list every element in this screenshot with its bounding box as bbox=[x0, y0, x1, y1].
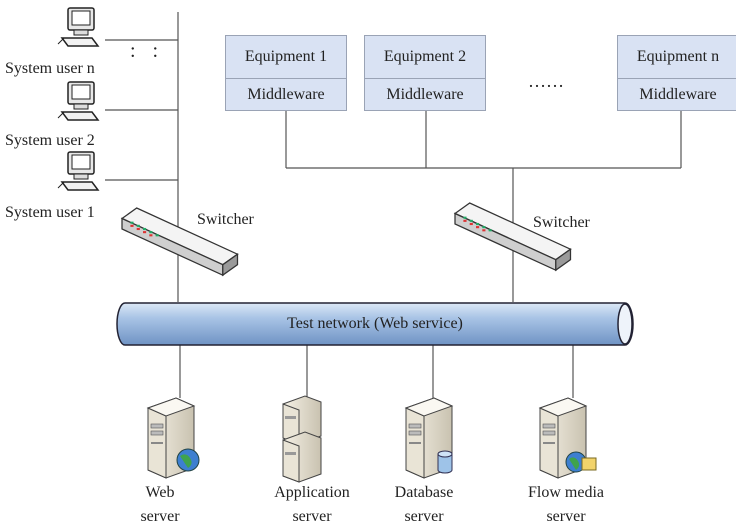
equipment-name: Equipment 2 bbox=[365, 36, 485, 79]
user-label-n: System user n bbox=[5, 60, 95, 77]
flow-media-server-icon bbox=[539, 397, 597, 479]
middleware-label: Middleware bbox=[247, 85, 325, 103]
equipment-box-n: Equipment n Middleware bbox=[617, 35, 736, 111]
equipment-ellipsis: …… bbox=[528, 71, 564, 91]
equipment-box-1: Equipment 1 Middleware bbox=[225, 35, 347, 111]
middleware-label: Middleware bbox=[386, 85, 464, 103]
server-label-line1: Database bbox=[394, 484, 454, 501]
database-server-icon bbox=[405, 397, 453, 479]
server-label-line1: Application bbox=[274, 484, 350, 501]
users-ellipsis: : : bbox=[130, 40, 165, 62]
web-server-icon bbox=[147, 397, 200, 479]
server-label-line1: Flow media bbox=[528, 484, 604, 501]
application-server-icon bbox=[282, 395, 322, 483]
network-label: Test network (Web service) bbox=[287, 315, 463, 332]
middleware-label: Middleware bbox=[639, 85, 717, 103]
server-label-line2: server bbox=[546, 508, 586, 525]
equipment-name: Equipment n bbox=[618, 36, 736, 79]
equipment-name: Equipment 1 bbox=[226, 36, 346, 79]
server-label-line2: server bbox=[140, 508, 180, 525]
equipment-box-2: Equipment 2 Middleware bbox=[364, 35, 486, 111]
user-label-1: System user 1 bbox=[5, 204, 95, 221]
user-label-2: System user 2 bbox=[5, 132, 95, 149]
server-label-line2: server bbox=[292, 508, 332, 525]
switcher-label-left: Switcher bbox=[197, 211, 254, 228]
switcher-label-right: Switcher bbox=[533, 214, 590, 231]
server-label-line1: Web bbox=[145, 484, 175, 501]
server-label-line2: server bbox=[404, 508, 444, 525]
